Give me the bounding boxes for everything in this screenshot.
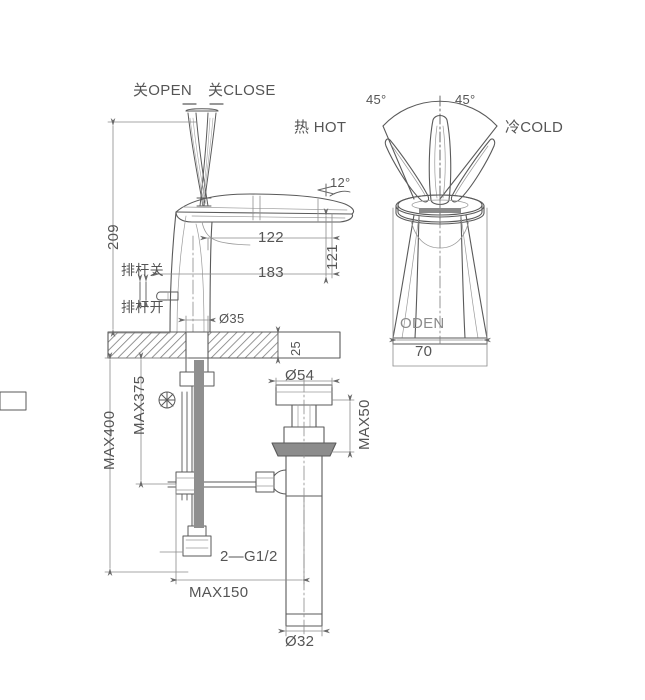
label-dim-25: 25	[288, 340, 303, 356]
dim-70	[389, 207, 491, 367]
label-brand: ODEN	[400, 315, 445, 332]
label-handle-open: 关OPEN	[133, 82, 193, 99]
dim-d32	[278, 625, 330, 637]
dim-max150	[170, 483, 310, 585]
dim-d35	[178, 315, 216, 333]
knurled-nut	[158, 391, 176, 409]
label-rod-open: 排杆开	[121, 299, 164, 315]
label-spout-angle: 12°	[330, 175, 351, 190]
label-dim-2g12: 2—G1/2	[220, 548, 278, 565]
dim-max375	[135, 352, 189, 488]
dim-d54	[268, 377, 340, 388]
popup-drain-assembly	[255, 377, 337, 637]
faucet-spout-side	[175, 190, 355, 223]
label-dim-max50: MAX50	[356, 399, 373, 450]
dim-12deg	[317, 183, 335, 197]
dim-121	[323, 208, 333, 284]
swivel-range-diagram	[382, 95, 498, 225]
label-dim-d54: Ø54	[285, 367, 315, 384]
dim-209	[107, 118, 197, 337]
spout-position-right	[450, 138, 496, 203]
label-rod-close: 排杆关	[121, 262, 164, 278]
popup-rod-lever	[156, 291, 179, 301]
label-dim-max400: MAX400	[101, 410, 118, 470]
label-dim-d35: Ø35	[219, 311, 245, 326]
label-angle-left: 45°	[366, 92, 387, 107]
label-dim-max150: MAX150	[189, 584, 249, 601]
rod-travel-arrow	[137, 274, 149, 308]
handle-lever-travel	[182, 103, 224, 207]
label-dim-d32: Ø32	[285, 633, 315, 650]
label-dim-max375: MAX375	[131, 375, 148, 435]
spout-position-left	[384, 138, 430, 203]
dim-122	[200, 235, 340, 251]
label-dim-70: 70	[415, 343, 433, 360]
label-dim-122: 122	[258, 229, 284, 246]
label-dim-121: 121	[324, 244, 341, 270]
label-dim-183: 183	[258, 264, 284, 281]
dim-max50	[329, 394, 355, 458]
label-hot: 热 HOT	[294, 119, 347, 136]
label-handle-close: 关CLOSE	[208, 82, 276, 99]
label-dim-209: 209	[105, 224, 122, 250]
front-elevation-body	[392, 194, 488, 345]
label-cold: 冷COLD	[505, 119, 564, 136]
counter-top-section	[107, 331, 341, 359]
under-counter-assembly	[0, 357, 263, 557]
label-angle-right: 45°	[455, 92, 476, 107]
